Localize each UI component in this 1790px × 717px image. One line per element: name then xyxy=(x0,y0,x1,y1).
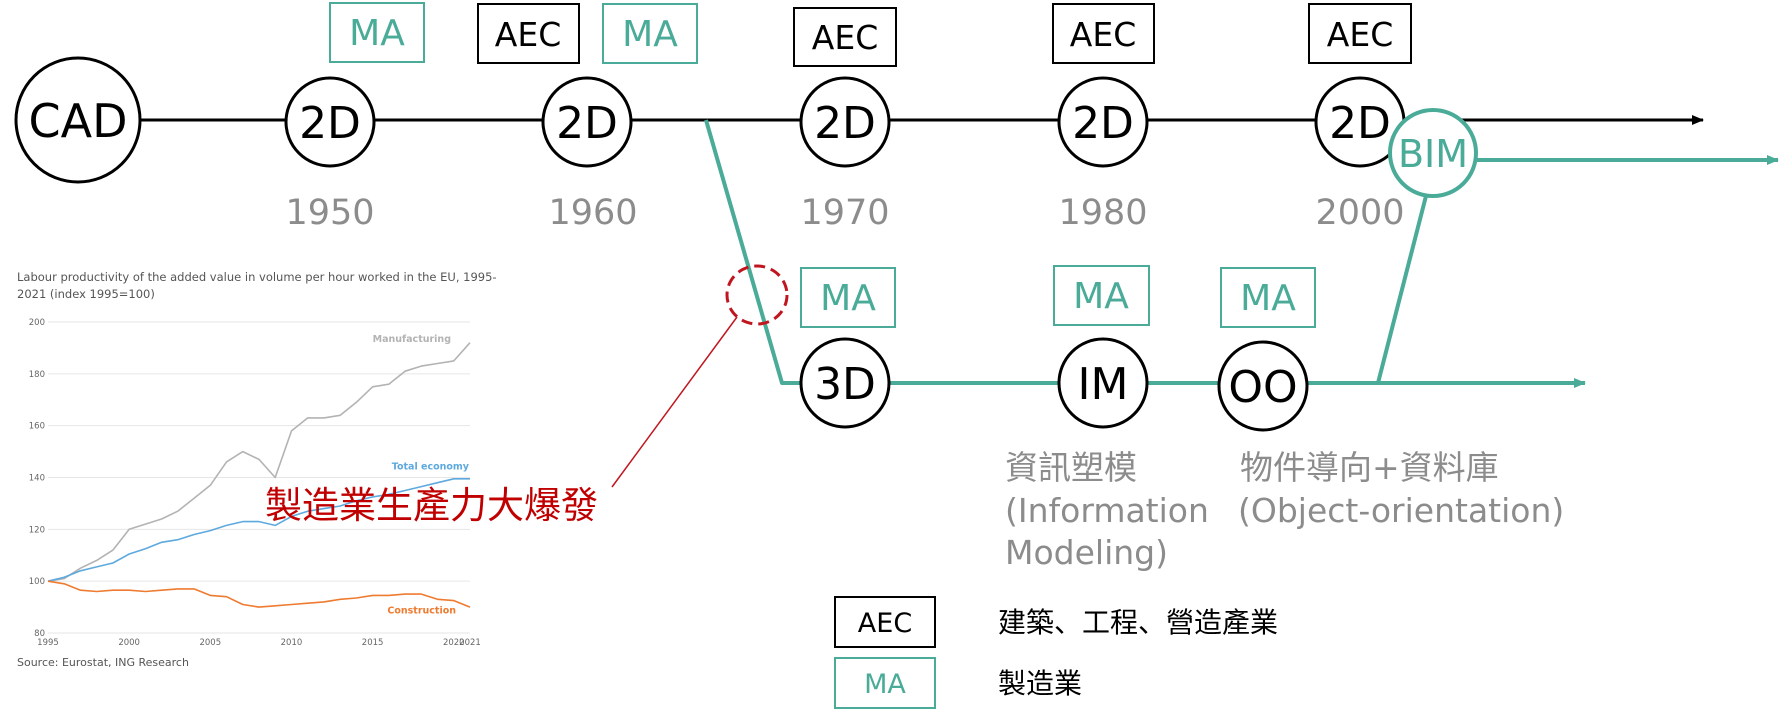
tag-ma-3d-label: MA xyxy=(820,278,876,319)
chart-y-tick-label: 80 xyxy=(34,629,45,639)
note-object-orientation: 物件導向+資料庫 (Object-orientation) xyxy=(1238,448,1564,530)
chart-title-line1: Labour productivity of the added value i… xyxy=(17,270,497,284)
chart-title-line2: 2021 (index 1995=100) xyxy=(17,287,155,301)
legend-aec: AEC 建築、工程、營造產業 xyxy=(834,596,1278,648)
year-1960: 1960 xyxy=(548,193,637,233)
note-im-line2: (Information xyxy=(1005,491,1209,530)
manufacturing-branch-line xyxy=(704,119,1586,388)
note-information-modeling: 資訊塑模 (Information Modeling) xyxy=(1005,448,1209,572)
node-2d-1980-label: 2D xyxy=(1072,98,1134,149)
chart-y-tick-label: 100 xyxy=(29,577,45,587)
tag-aec-2000-label: AEC xyxy=(1327,15,1393,54)
tag-aec-1970: AEC xyxy=(793,7,897,67)
chart-series-total-economy xyxy=(47,477,470,582)
tag-ma-im-label: MA xyxy=(1073,276,1129,317)
chart-series-label: Construction xyxy=(387,606,456,617)
note-im-line1: 資訊塑模 xyxy=(1005,448,1137,487)
node-2d-1950-label: 2D xyxy=(299,98,361,149)
chart-x-tick-label: 2020 xyxy=(443,638,465,648)
chart-y-tick-label: 160 xyxy=(29,422,45,432)
tag-aec-1980-label: AEC xyxy=(1070,15,1136,54)
node-cad-label: CAD xyxy=(28,94,127,148)
chart-grid xyxy=(48,321,470,634)
chart-y-tick-label: 140 xyxy=(29,474,45,484)
chart-series-construction xyxy=(47,580,471,608)
tag-ma-1950-label: MA xyxy=(349,13,405,54)
node-2d-1950: 2D xyxy=(284,76,376,168)
year-1970: 1970 xyxy=(800,193,889,233)
tag-aec-1970-label: AEC xyxy=(812,18,878,57)
tag-ma-3d: MA xyxy=(800,267,896,328)
tag-ma-oo: MA xyxy=(1220,267,1316,328)
tag-ma-1950: MA xyxy=(329,2,425,63)
tag-aec-2000: AEC xyxy=(1308,3,1412,64)
tag-ma-1960: MA xyxy=(602,3,698,64)
node-2d-1970-label: 2D xyxy=(814,98,876,149)
chart-x-tick-label: 2000 xyxy=(118,638,140,648)
year-2000: 2000 xyxy=(1315,193,1404,233)
legend: AEC 建築、工程、營造產業 MA 製造業 xyxy=(834,596,1278,709)
node-2d-1980: 2D xyxy=(1057,76,1149,168)
chart-y-ticks: 80 100 120 140 160 180 200 xyxy=(29,318,45,639)
legend-ma-desc: 製造業 xyxy=(998,667,1082,700)
chart-y-tick-label: 200 xyxy=(29,318,45,328)
node-2d-1970: 2D xyxy=(799,76,891,168)
tag-ma-oo-label: MA xyxy=(1240,278,1296,319)
node-oo: OO xyxy=(1217,340,1309,432)
legend-aec-desc: 建築、工程、營造產業 xyxy=(998,606,1278,639)
tag-ma-1960-label: MA xyxy=(622,14,678,55)
node-3d: 3D xyxy=(799,337,891,429)
legend-ma: MA 製造業 xyxy=(834,657,1082,709)
year-1980: 1980 xyxy=(1058,193,1147,233)
chart-x-tick-label: 2005 xyxy=(199,638,221,648)
node-im-label: IM xyxy=(1078,359,1129,410)
tag-aec-1960-label: AEC xyxy=(495,15,561,54)
chart-series-label: Total economy xyxy=(392,462,470,473)
node-oo-label: OO xyxy=(1228,362,1297,413)
chart-x-tick-label: 2010 xyxy=(281,638,303,648)
tag-aec-1980: AEC xyxy=(1052,3,1155,64)
legend-ma-box-label: MA xyxy=(864,669,906,700)
node-bim: BIM xyxy=(1388,108,1478,198)
node-2d-2000: 2D xyxy=(1314,76,1406,168)
node-2d-1960: 2D xyxy=(541,76,633,168)
note-im-line3: Modeling) xyxy=(1005,533,1168,572)
chart-x-tick-label: 2021 xyxy=(459,638,481,648)
callout-text: 製造業生產力大爆發 xyxy=(265,484,598,527)
node-cad: CAD xyxy=(14,56,142,184)
chart-x-tick-label: 2015 xyxy=(362,638,384,648)
note-oo-line1: 物件導向+資料庫 xyxy=(1240,448,1499,487)
labour-productivity-chart: Labour productivity of the added value i… xyxy=(17,270,497,669)
legend-aec-box-label: AEC xyxy=(858,608,912,639)
chart-series xyxy=(47,342,471,608)
highlight-dashed-circle xyxy=(725,264,789,326)
year-1950: 1950 xyxy=(285,193,374,233)
chart-source: Source: Eurostat, ING Research xyxy=(17,656,189,669)
chart-y-tick-label: 180 xyxy=(29,370,45,380)
chart-x-tick-label: 1995 xyxy=(37,638,59,648)
callout-pointer-line xyxy=(611,316,738,488)
node-2d-1960-label: 2D xyxy=(556,98,618,149)
chart-y-tick-label: 120 xyxy=(29,525,45,535)
node-3d-label: 3D xyxy=(814,359,876,410)
bim-merge-line xyxy=(1376,195,1428,384)
node-2d-2000-label: 2D xyxy=(1329,98,1391,149)
tag-ma-im: MA xyxy=(1053,265,1150,326)
note-oo-line2: (Object-orientation) xyxy=(1238,491,1564,530)
node-bim-label: BIM xyxy=(1398,132,1468,176)
chart-series-label: Manufacturing xyxy=(373,334,451,345)
node-im: IM xyxy=(1057,337,1149,429)
chart-series-manufacturing xyxy=(47,342,471,582)
tag-aec-1960: AEC xyxy=(477,3,580,64)
